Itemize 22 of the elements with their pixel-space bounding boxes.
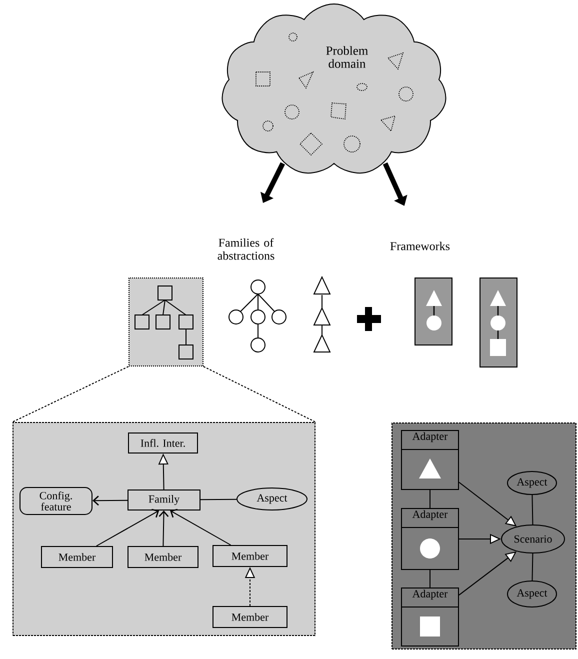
adapter-box: Adapter bbox=[401, 508, 459, 570]
heading-text: Frameworks bbox=[390, 242, 450, 250]
arrow bbox=[158, 510, 169, 546]
class-box: Infl. Inter. bbox=[128, 432, 198, 454]
adapter-box: Adapter bbox=[401, 588, 459, 646]
zoom-line bbox=[203, 366, 316, 422]
class-box: Member bbox=[212, 606, 288, 628]
class-box: Member bbox=[128, 546, 198, 568]
line bbox=[200, 498, 238, 500]
line bbox=[532, 553, 534, 581]
line bbox=[532, 494, 534, 525]
zoom-line bbox=[12, 366, 129, 422]
arrow bbox=[96, 508, 160, 546]
feature-box: Config. feature bbox=[20, 487, 92, 515]
heading-text: Families of abstractions bbox=[218, 238, 274, 260]
class-box: Member bbox=[212, 545, 288, 567]
adapter-box: Adapter bbox=[401, 430, 459, 490]
class-box: Member bbox=[41, 546, 113, 568]
class-box: Family bbox=[128, 490, 200, 510]
arrow bbox=[170, 508, 232, 546]
family-box bbox=[128, 278, 204, 366]
arrow bbox=[92, 496, 128, 506]
